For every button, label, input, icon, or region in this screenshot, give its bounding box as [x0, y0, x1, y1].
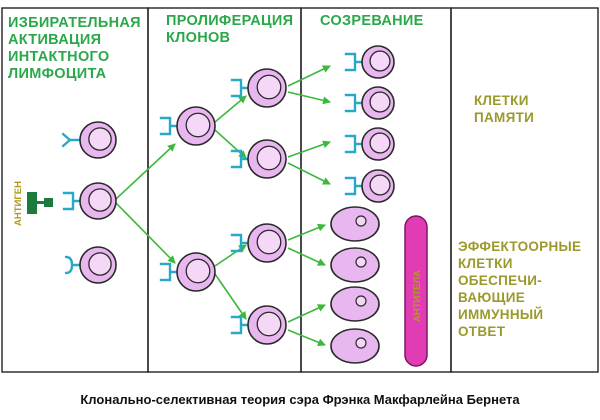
lymphocyte-cell: [64, 246, 117, 284]
arrow: [115, 143, 176, 200]
panel-frames: [1, 7, 599, 373]
antigen: [27, 192, 53, 214]
panel-title-activation-line: АКТИВАЦИЯ: [8, 32, 101, 48]
effector-cells-label-line: ОБЕСПЕЧИ-: [458, 273, 542, 288]
lymphocyte-cell: [61, 121, 117, 159]
cell-nucleus: [355, 295, 367, 307]
memory-cells-label: КЛЕТКИ ПАМЯТИ: [474, 93, 534, 125]
lymphocyte-cell: [230, 223, 287, 263]
lymphocyte-cell: [230, 305, 287, 345]
effector-cells-label-line: ЭФФЕКТООРНЫЕ: [458, 239, 581, 254]
receptor-icon: [64, 255, 82, 275]
effector-cells-label-line: ВАЮЩИЕ: [458, 290, 525, 305]
effector-cell: [330, 206, 380, 242]
cell-nucleus: [88, 252, 112, 276]
receptor-icon: [61, 132, 82, 148]
panel-title-proliferation: ПРОЛИФЕРАЦИЯ КЛОНОВ: [166, 13, 298, 46]
effector-cells-label-line: ОТВЕТ: [458, 324, 506, 339]
arrow: [287, 223, 326, 241]
panel-title-maturation-line: СОЗРЕВАНИЕ: [320, 13, 424, 29]
cell-nucleus: [256, 311, 282, 337]
receptor-icon: [344, 93, 364, 113]
panel-title-activation-line: ИНТАКТНОГО: [8, 49, 109, 65]
receptor-icon: [230, 78, 250, 98]
lymphocyte-cell: [344, 86, 395, 120]
cell-nucleus: [256, 229, 282, 255]
lymphocyte-cell: [159, 252, 216, 292]
cell-nucleus: [88, 127, 112, 151]
cell-body: [330, 247, 380, 283]
arrow: [287, 140, 331, 158]
effector-cells-label-line: КЛЕТКИ: [458, 256, 513, 271]
cell-body: [330, 206, 380, 242]
receptor-icon: [62, 191, 82, 211]
antigen-label: АНТИГЕН: [13, 181, 24, 226]
antigen-block: [27, 192, 37, 214]
lymphocyte-cell: [344, 45, 395, 79]
arrow: [214, 273, 247, 320]
lymphocyte-cell: [159, 106, 216, 146]
arrow: [115, 202, 176, 264]
receptor-icon: [344, 52, 364, 72]
effector-cell: [330, 286, 380, 322]
lymphocyte-cell: [230, 139, 287, 179]
lymphocyte-cell: [344, 169, 395, 203]
arrow: [287, 329, 326, 347]
lymphocyte-cell: [344, 127, 395, 161]
panel-title-activation-line: ИЗБИРАТЕЛЬНАЯ: [8, 15, 141, 31]
cell-nucleus: [369, 91, 391, 113]
arrow: [287, 304, 326, 323]
receptor-icon: [159, 116, 179, 136]
arrow: [287, 162, 331, 185]
cell-nucleus: [355, 337, 367, 349]
receptor-icon: [230, 315, 250, 335]
cell-nucleus: [369, 174, 391, 196]
cell-nucleus: [355, 215, 367, 227]
effector-cell: [330, 247, 380, 283]
receptor-icon: [344, 134, 364, 154]
lymphocyte-cell: [230, 68, 287, 108]
lymphocyte-cells: [61, 45, 395, 364]
figure-caption: Клонально-селективная теория сэра Фрэнка…: [80, 392, 520, 407]
antibodies-label: АНТИТЕЛА: [412, 270, 423, 322]
arrow: [287, 247, 326, 266]
arrow: [287, 65, 331, 87]
arrow: [287, 91, 331, 105]
cell-nucleus: [185, 258, 211, 284]
panel-frame-results: [450, 7, 599, 373]
antigen-epitope: [44, 198, 53, 207]
receptor-icon: [230, 233, 250, 253]
receptor-icon: [230, 149, 250, 169]
cell-nucleus: [256, 145, 282, 171]
receptor-icon: [344, 176, 364, 196]
panel-title-activation-line: ЛИМФОЦИТА: [8, 66, 107, 82]
cell-nucleus: [355, 256, 367, 268]
cell-nucleus: [256, 74, 282, 100]
effector-cells-label-line: ИММУННЫЙ: [458, 307, 543, 322]
receptor-icon: [159, 262, 179, 282]
effector-cells-label: ЭФФЕКТООРНЫЕ КЛЕТКИ ОБЕСПЕЧИ- ВАЮЩИЕ ИММ…: [458, 239, 585, 339]
cell-nucleus: [185, 112, 211, 138]
antigen-stem: [37, 201, 45, 204]
panel-title-proliferation-line: КЛОНОВ: [166, 30, 230, 46]
cell-nucleus: [369, 132, 391, 154]
memory-cells-label-line: КЛЕТКИ: [474, 93, 529, 108]
panel-title-maturation: СОЗРЕВАНИЕ: [320, 13, 424, 29]
cell-body: [330, 328, 380, 364]
memory-cells-label-line: ПАМЯТИ: [474, 110, 534, 125]
panel-title-activation: ИЗБИРАТЕЛЬНАЯ АКТИВАЦИЯ ИНТАКТНОГО ЛИМФО…: [8, 15, 145, 82]
panel-title-proliferation-line: ПРОЛИФЕРАЦИЯ: [166, 13, 293, 29]
antibody-bar: [404, 215, 428, 367]
cell-nucleus: [369, 50, 391, 72]
lymphocyte-cell: [62, 182, 117, 220]
cell-nucleus: [88, 188, 112, 212]
effector-cell: [330, 328, 380, 364]
cell-body: [330, 286, 380, 322]
arrow: [214, 95, 247, 123]
